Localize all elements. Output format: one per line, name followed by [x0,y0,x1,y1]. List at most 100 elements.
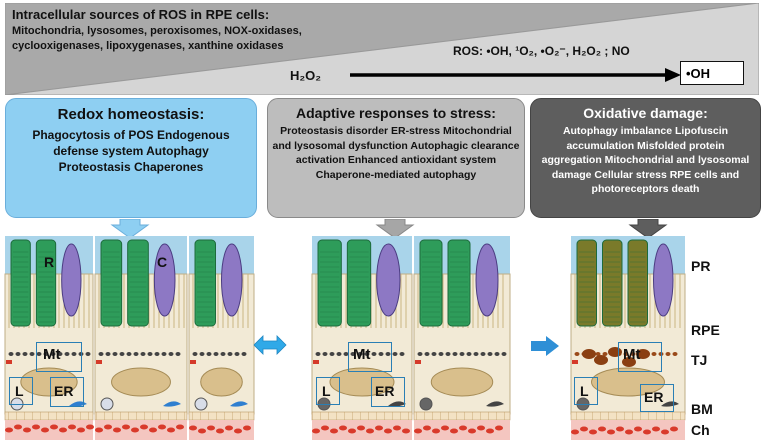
lipofuscin [622,357,636,367]
melanin-granule [50,352,56,356]
adaptive-down-arrow [375,219,415,239]
tight-junction [96,360,102,364]
erythrocyte [432,428,440,434]
melanin-granule [480,352,486,356]
erythrocyte [321,425,329,431]
rod-outer-segment [10,239,31,327]
melanin-granule [350,352,356,356]
lipofuscin [582,349,596,359]
mitochondria-box-2 [348,342,392,372]
rod-outer-segment [127,239,149,327]
lipofuscin [636,349,650,359]
mitochondria-label-3: Mt [623,346,641,363]
rod-outer-segment [576,239,597,327]
nucleus [430,367,494,397]
erythrocyte [68,424,76,430]
melanin-granule [43,352,49,356]
erythrocyte [330,428,338,434]
melanin-granule [399,352,405,356]
melanin-granule [473,352,479,356]
lysosome-box-1 [9,377,33,405]
melanin-granule [630,352,636,356]
melanin-granule [64,352,70,356]
melanin-granule [385,352,391,356]
nucleus [20,367,78,397]
erythrocyte [14,424,22,430]
melanin-granule [199,352,205,356]
illustration-body [4,236,686,440]
melanin-granule [119,352,125,356]
erythrocyte [176,424,184,430]
oxidative-damage-title: Oxidative damage: [583,105,708,121]
erythrocyte [571,429,579,435]
adaptive-responses-title: Adaptive responses to stress: [296,105,496,121]
lipofuscin [594,355,608,365]
melanin-granule [315,352,321,356]
erythrocyte [50,424,58,430]
erythrocyte [366,428,374,434]
erythrocyte [149,427,157,433]
melanin-granule [15,352,21,356]
rod-outer-segment [419,239,443,327]
melanin-granule [672,352,678,356]
rod-outer-segment [627,239,648,327]
redox-homeostasis-title: Redox homeostasis: [57,106,205,123]
bruchs-membrane [413,411,511,421]
tight-junction [415,360,421,364]
melanin-granule [445,352,451,356]
lysosome-label-2: L [322,383,331,399]
oxidative-damage-body: Autophagy imbalance Lipofuscin accumulat… [541,125,750,195]
nucleus [200,367,243,397]
bruchs-membrane [4,411,94,421]
cone-outer-segment [653,243,674,317]
erythrocyte [59,427,67,433]
melanin-granule [336,352,342,356]
melanin-granule [494,352,500,356]
ros-sources-banner [5,3,759,95]
erythrocyte [468,428,476,434]
erythrocyte [661,429,669,435]
melanin-granule [343,352,349,356]
lysosome-box-3 [574,377,598,405]
erythrocyte [23,427,31,433]
erythrocyte [131,427,139,433]
melanin-granule [126,352,132,356]
er-membrane [230,401,248,407]
er-box-3 [640,384,674,412]
mitochondria-box-1 [36,342,82,372]
melanin-granule [452,352,458,356]
erythrocyte [77,427,85,433]
erythrocyte [414,428,422,434]
melanin-granule [71,352,77,356]
erythrocyte [312,428,320,434]
melanin-granule [357,352,363,356]
retina-illustration [4,236,686,440]
h2o2-label: H₂O₂ [290,68,322,83]
mitochondria-label-2: Mt [353,346,371,363]
nucleus [591,367,665,397]
mitochondria-label-1: Mt [43,346,61,363]
erythrocyte [86,424,94,430]
melanin-granule [438,352,444,356]
erythrocyte [225,425,233,431]
erythrocyte [450,428,458,434]
erythrocyte [339,425,347,431]
melanin-granule [168,352,174,356]
melanin-granule [329,352,335,356]
er-box-1 [50,377,84,407]
bruchs-membrane [188,411,255,421]
melanin-granule [466,352,472,356]
redox-down-arrow [110,219,150,239]
erythrocyte [477,425,485,431]
melanin-granule [574,352,580,356]
er-membrane [388,401,406,407]
cone-outer-segment [376,243,401,317]
tight-junction [572,360,578,364]
layer-label-ch: Ch [691,422,710,438]
ros-species-label: ROS: •OH, ¹O₂, •O₂⁻, H₂O₂ ; NO [453,44,630,58]
layer-label-rpe: RPE [691,322,720,338]
melanin-granule [623,352,629,356]
erythrocyte [357,425,365,431]
melanin-granule [175,352,181,356]
melanin-granule [206,352,212,356]
